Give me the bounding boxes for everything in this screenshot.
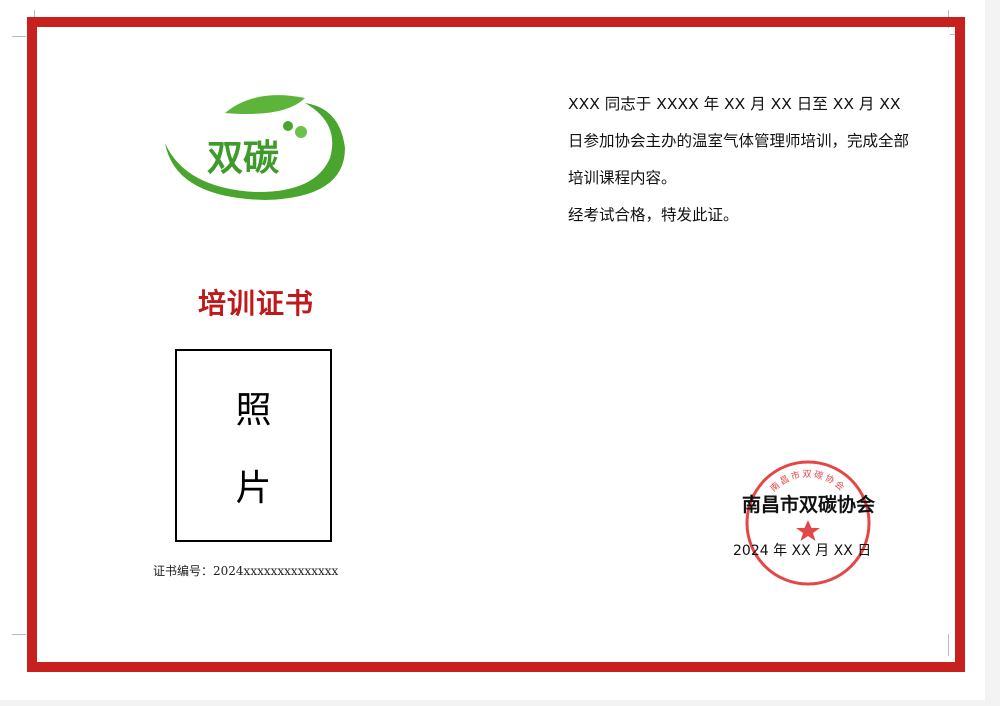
- document-page: 双碳 培训证书 照 片 证书编号：2024xxxxxxxxxxxxxx XXX …: [0, 0, 985, 700]
- crop-mark: [12, 36, 26, 37]
- official-seal: 南昌市双碳协会: [745, 460, 871, 586]
- cert-number-label: 证书编号：: [153, 564, 214, 578]
- seal-star-icon: [796, 520, 820, 541]
- photo-char: 片: [235, 468, 272, 509]
- crop-mark: [948, 634, 949, 656]
- photo-char: 照: [235, 390, 272, 431]
- body-paragraph: XXX 同志于 XXXX 年 XX 月 XX 日至 XX 月 XX 日参加协会主…: [568, 95, 910, 187]
- seal-text: 南昌市双碳协会: [768, 468, 849, 494]
- shuangtan-logo: 双碳: [165, 95, 345, 200]
- cert-number-value: 2024xxxxxxxxxxxxxx: [213, 564, 339, 578]
- svg-text:双碳: 双碳: [207, 138, 280, 179]
- certificate-number: 证书编号：2024xxxxxxxxxxxxxx: [153, 562, 338, 579]
- issuer-name: 南昌市双碳协会: [742, 494, 876, 516]
- certificate-body: XXX 同志于 XXXX 年 XX 月 XX 日至 XX 月 XX 日参加协会主…: [510, 86, 920, 234]
- photo-placeholder: 照 片: [175, 349, 332, 542]
- issue-date: 2024 年 XX 月 XX 日: [733, 543, 872, 559]
- crop-mark: [12, 634, 26, 635]
- crop-mark: [34, 10, 35, 18]
- certificate-border: [27, 17, 965, 672]
- certificate-title: 培训证书: [198, 287, 315, 320]
- body-paragraph: 经考试合格，特发此证。: [568, 206, 739, 224]
